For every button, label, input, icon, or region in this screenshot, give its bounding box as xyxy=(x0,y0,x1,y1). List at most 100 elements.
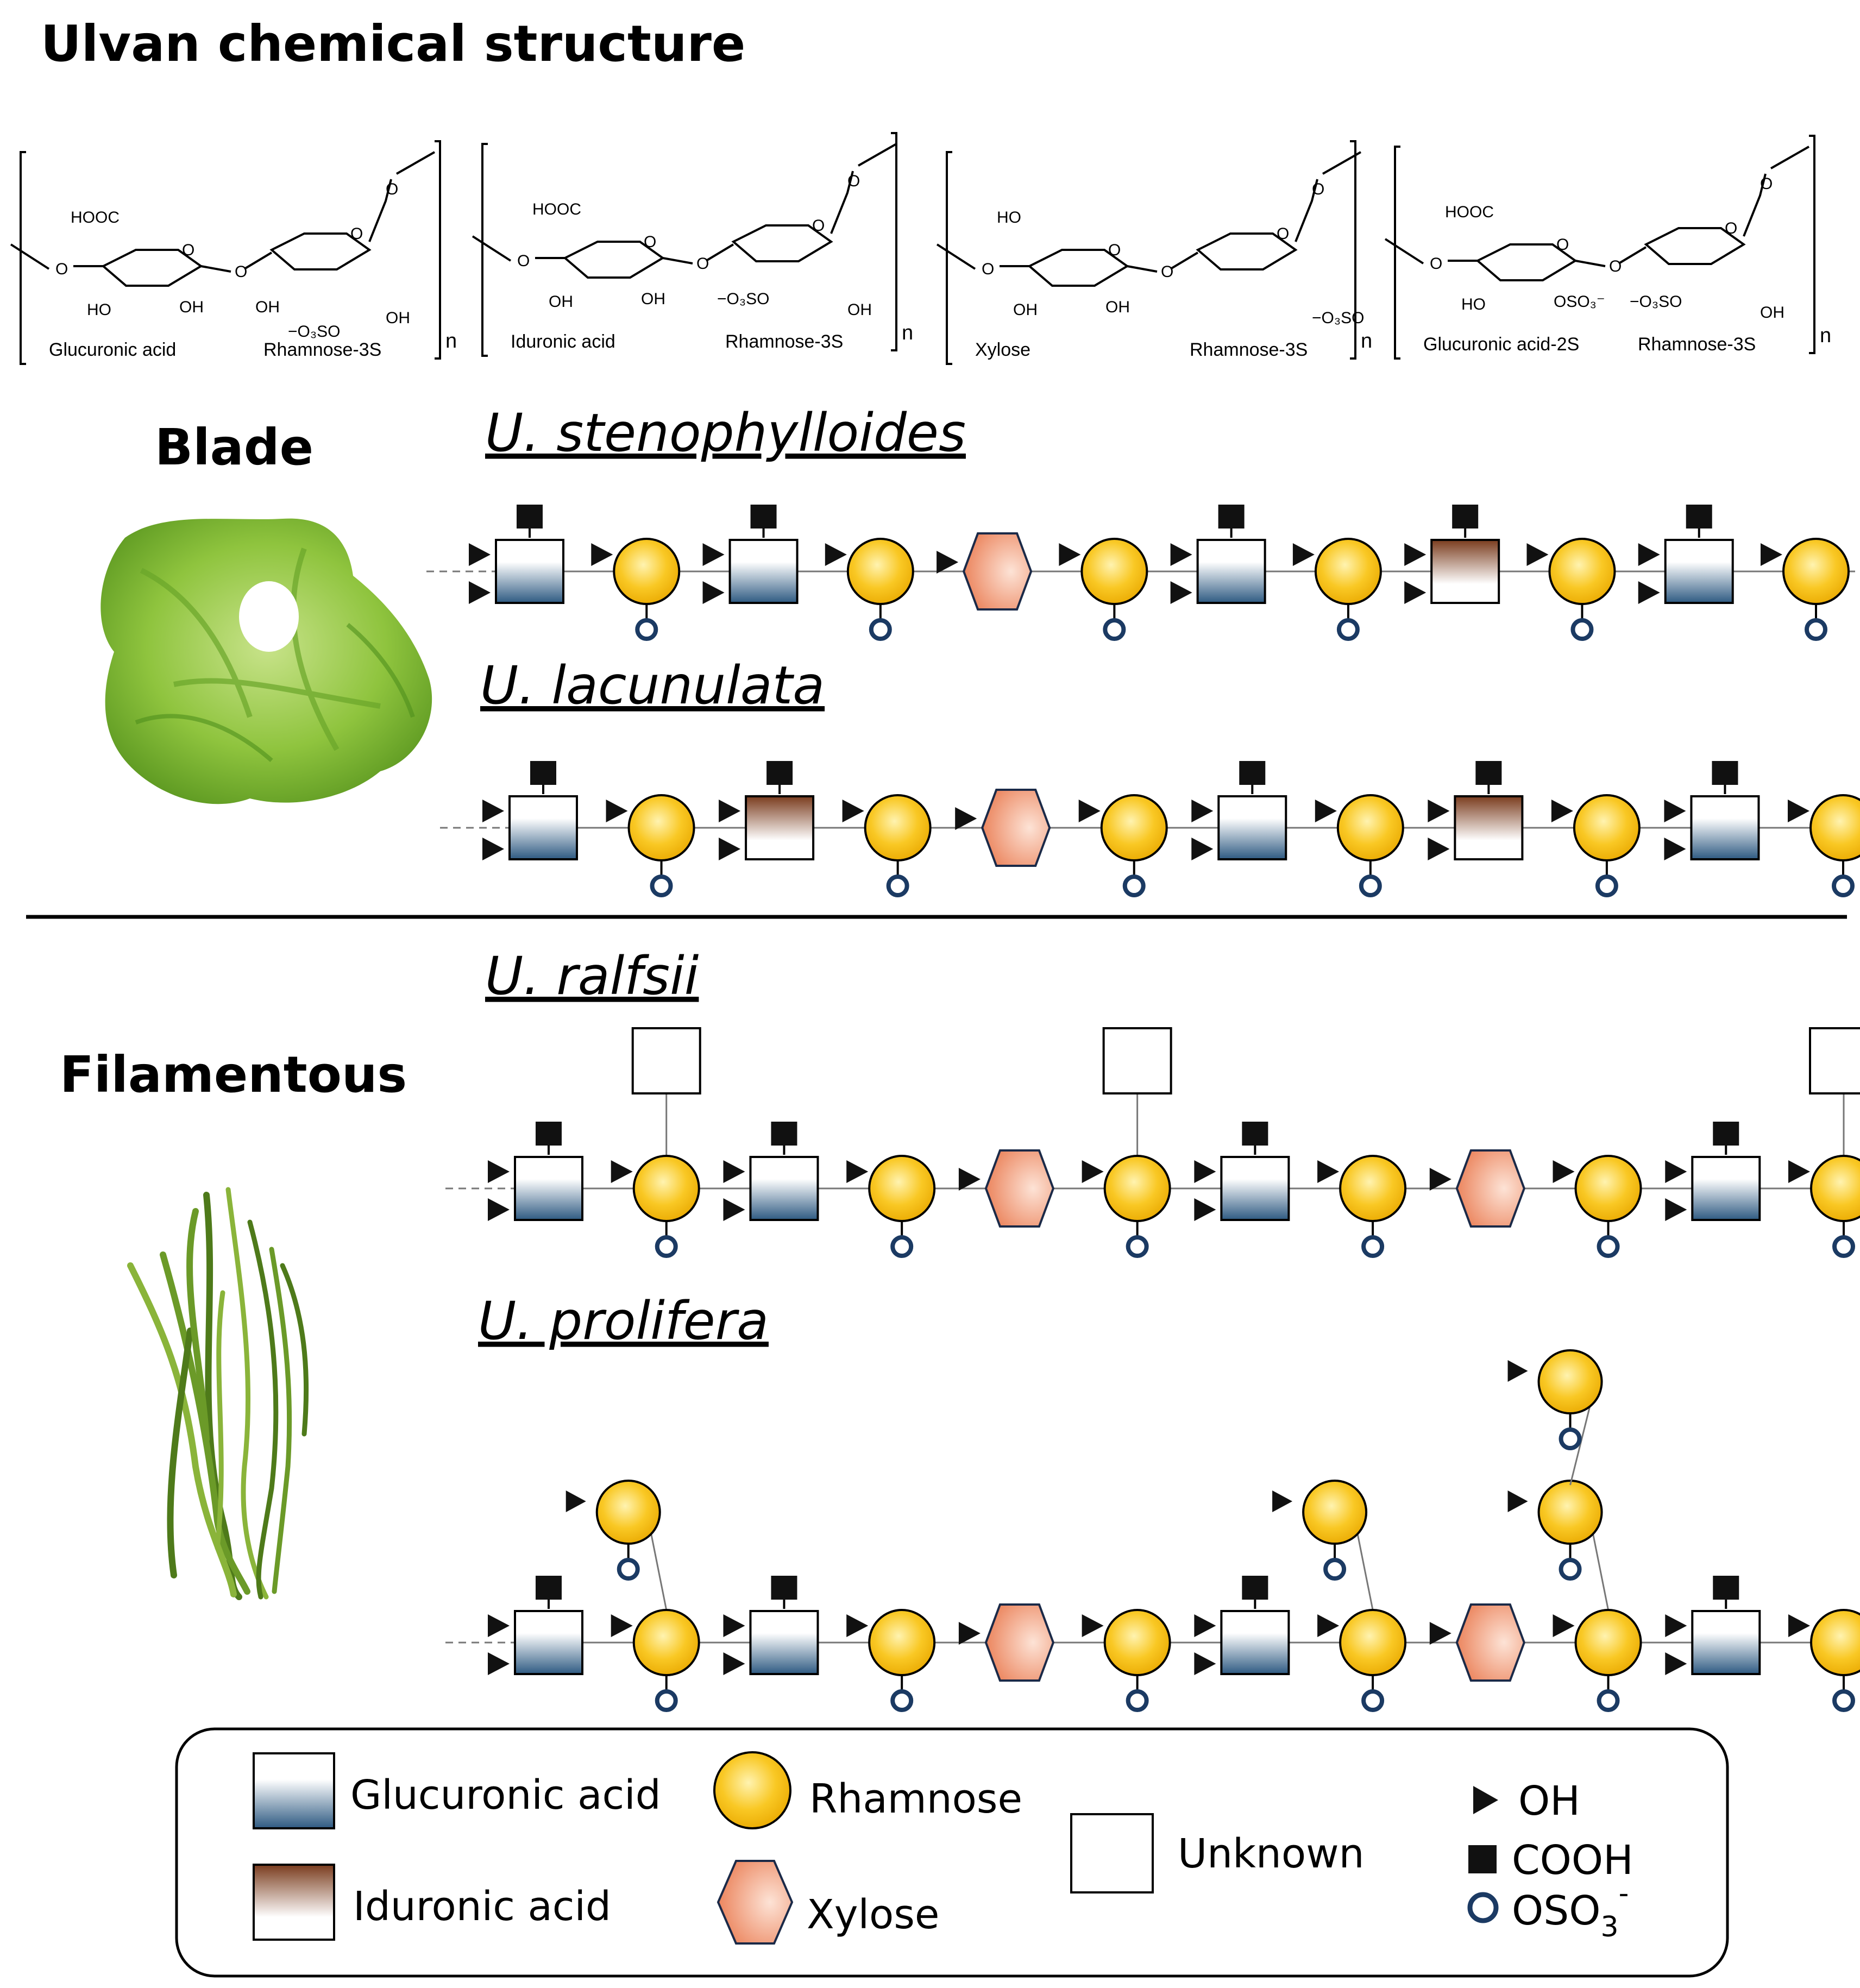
monomer-label-1: Glucuronic acid xyxy=(49,339,176,360)
rhamnose-residue xyxy=(846,538,914,605)
pyranose-ring xyxy=(731,224,833,262)
glucuronic-acid-residue xyxy=(749,1610,819,1675)
legend-oh-symbol xyxy=(1473,1786,1498,1814)
branch-oh-arrow xyxy=(1507,1360,1528,1382)
sulfate-group xyxy=(890,1689,914,1712)
repeat-n: n xyxy=(902,322,913,344)
sulfate-group xyxy=(650,875,673,897)
oh-arrow xyxy=(1317,1614,1340,1637)
cooh-symbol xyxy=(1239,761,1266,785)
cooh-symbol xyxy=(530,761,556,785)
left-bracket xyxy=(481,143,488,357)
iduronic-acid-residue xyxy=(1430,539,1500,604)
oh-arrow xyxy=(1170,581,1192,604)
substituent-label: HO xyxy=(1461,295,1486,313)
branch-rhamnose xyxy=(1537,1480,1603,1545)
cooh-symbol xyxy=(1218,505,1245,529)
glucuronic-acid-residue xyxy=(1196,539,1266,604)
oh-arrow xyxy=(1059,543,1081,566)
sulfate-group xyxy=(1832,1689,1855,1712)
branch-oh-arrow xyxy=(565,1490,586,1512)
left-bracket xyxy=(946,151,952,365)
oh-arrow xyxy=(606,800,628,822)
branch-oh-arrow xyxy=(1272,1490,1293,1512)
xylose-residue xyxy=(984,1149,1055,1228)
sulfate-group xyxy=(1597,1689,1620,1712)
legend-sulfate-symbol xyxy=(1467,1892,1499,1923)
branch-link xyxy=(1591,1528,1610,1610)
seaweed-strand xyxy=(127,1262,237,1597)
oh-arrow xyxy=(1317,1160,1340,1183)
branch-rhamnose xyxy=(1302,1480,1368,1545)
glucuronic-acid-residue xyxy=(749,1156,819,1221)
substituent-label: OH xyxy=(386,309,410,327)
seaweed-strand xyxy=(215,1290,225,1551)
rhamnose-residue xyxy=(1103,1609,1171,1676)
glucuronic-acid-residue xyxy=(1664,539,1734,604)
substituent-label: OH xyxy=(255,298,280,316)
seaweed-strand xyxy=(186,1208,210,1443)
legend-sulfate-sup: - xyxy=(1619,1877,1629,1910)
rhamnose-residue xyxy=(1080,538,1148,605)
legend-sulfate-label: OSO3- xyxy=(1512,1877,1629,1943)
substituent-label: HO xyxy=(87,301,111,319)
rhamnose-residue xyxy=(1339,1155,1407,1222)
sulfate-group xyxy=(1122,875,1146,897)
oh-arrow xyxy=(1170,543,1192,566)
sulfate-group xyxy=(655,1689,678,1712)
ring-oxygen: O xyxy=(1725,219,1737,237)
ring-oxygen: O xyxy=(1556,236,1569,254)
sulfate-group xyxy=(635,618,658,641)
glucuronic-acid-residue xyxy=(1691,1156,1761,1221)
sulfate-group xyxy=(1805,618,1827,641)
repeat-n: n xyxy=(445,330,457,353)
oh-arrow xyxy=(488,1198,510,1221)
oh-arrow xyxy=(1638,543,1660,566)
substituent-label: OH xyxy=(549,293,573,311)
xylose-residue xyxy=(981,789,1051,867)
rhamnose-residue xyxy=(1809,794,1860,861)
oh-arrow xyxy=(1428,838,1450,860)
oh-arrow xyxy=(719,838,741,860)
branch-sulfate xyxy=(617,1558,640,1581)
iduronic-acid-residue xyxy=(745,795,815,860)
left-bracket xyxy=(20,151,26,365)
substituent-label: OH xyxy=(1105,298,1130,316)
right-bracket xyxy=(1809,135,1815,354)
oh-arrow xyxy=(846,1614,869,1637)
oh-arrow xyxy=(1404,581,1427,604)
rhamnose-residue xyxy=(627,794,695,861)
oh-arrow xyxy=(723,1160,745,1183)
legend-rhamnose-symbol xyxy=(713,1751,791,1829)
glycosidic-bonds xyxy=(1384,238,1647,267)
species-name: U. ralfsii xyxy=(485,946,699,1006)
glycosidic-bonds xyxy=(472,235,734,265)
oh-arrow xyxy=(937,551,959,574)
sulfate-group xyxy=(1570,618,1594,641)
legend-glucuronic-label: Glucuronic acid xyxy=(350,1772,661,1819)
sulfate-group xyxy=(1832,875,1855,897)
xylose-residue xyxy=(984,1603,1055,1682)
unknown-residue xyxy=(631,1027,701,1094)
oh-arrow xyxy=(1788,1614,1810,1637)
oh-arrow xyxy=(1292,543,1315,566)
oh-arrow xyxy=(1665,1652,1687,1675)
oh-arrow xyxy=(1428,800,1450,822)
oh-arrow xyxy=(1194,1652,1216,1675)
cooh-symbol xyxy=(1242,1122,1268,1146)
terminal-oxygen: O xyxy=(847,172,860,190)
legend-unknown-label: Unknown xyxy=(1178,1830,1365,1877)
oh-arrow xyxy=(1191,800,1214,822)
oh-arrow xyxy=(702,581,725,604)
ring-oxygen: O xyxy=(1277,225,1289,243)
linker-oxygen: O xyxy=(55,260,68,278)
oh-arrow xyxy=(842,800,864,822)
pyranose-ring xyxy=(1644,227,1746,265)
oh-arrow xyxy=(958,1622,981,1645)
cooh-symbol xyxy=(1713,1576,1739,1600)
seaweed-strand xyxy=(247,1219,279,1600)
rhamnose-residue xyxy=(868,1155,936,1222)
